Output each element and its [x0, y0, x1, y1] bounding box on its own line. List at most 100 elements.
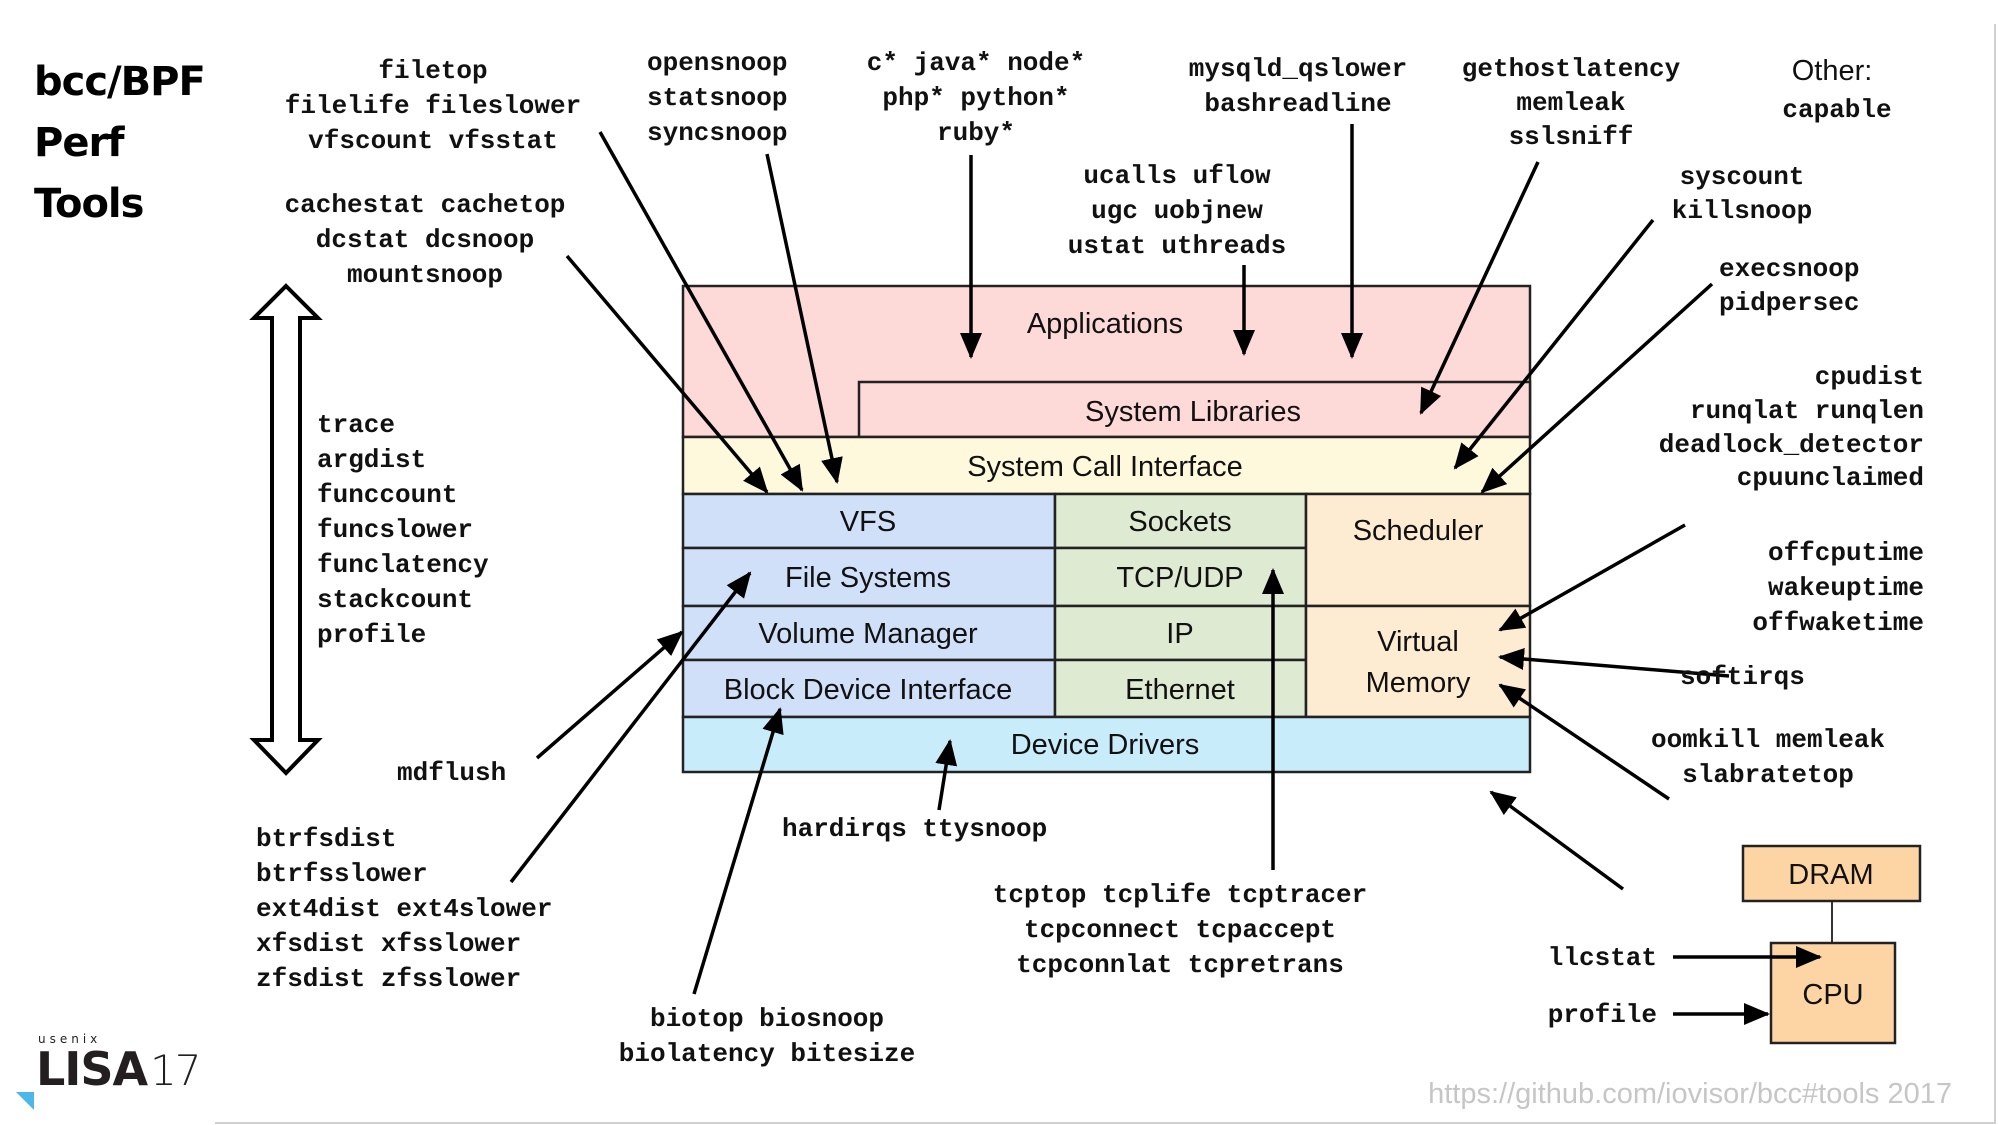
slide-title: bcc/BPF Perf Tools: [34, 52, 206, 235]
arrow-cpudist-to-scheduler: [1498, 523, 1686, 632]
arrow-syscount-to-sci: [1453, 218, 1655, 470]
tool-label: syncsnoop: [647, 118, 787, 148]
arrow-softirqs-to-scheduler: [1498, 683, 1670, 801]
tool-label: trace: [317, 410, 395, 440]
ethernet-label: Ethernet: [1125, 674, 1235, 706]
tool-label: execsnoop: [1719, 254, 1859, 284]
lisa17-logo: usenix LISA 17: [16, 1032, 236, 1112]
system-call-interface-label: System Call Interface: [967, 451, 1243, 483]
title-line-3: Tools: [34, 181, 144, 227]
tool-group-llc: llcstat: [1548, 943, 1657, 973]
tool-group-file: filetop filelife fileslower vfscount vfs…: [285, 56, 581, 156]
virtual-memory-box: [1304, 604, 1532, 719]
tool-group-memory: oomkill memleak slabratetop: [1651, 725, 1885, 790]
logo-org: usenix: [38, 1032, 102, 1046]
tool-group-other: Other: capable: [1782, 55, 1891, 125]
tool-label: mountsnoop: [347, 260, 503, 290]
tool-label: funcslower: [317, 515, 473, 545]
system-libraries-label: System Libraries: [1085, 396, 1301, 428]
scheduler-label: Scheduler: [1353, 515, 1484, 547]
tool-label: stackcount: [317, 585, 473, 615]
tool-label: ext4dist ext4slower: [256, 894, 552, 924]
tool-group-ucalls: ucalls uflow ugc uobjnew ustat uthreads: [1068, 161, 1286, 261]
tool-label: softirqs: [1680, 662, 1805, 692]
tool-group-languages: c* java* node* php* python* ruby*: [867, 48, 1085, 148]
tool-label: mysqld_qslower: [1189, 54, 1407, 84]
tool-group-cache: cachestat cachetop dcstat dcsnoop mounts…: [285, 190, 566, 290]
virtual-memory-label-line-1: Virtual: [1377, 626, 1459, 658]
tool-label: ugc uobjnew: [1091, 196, 1263, 226]
tool-label: gethostlatency: [1462, 54, 1681, 84]
arrow-mdflush-to-volume-manager: [535, 630, 684, 760]
tool-label: profile: [1548, 1000, 1657, 1030]
tool-group-irqs: hardirqs ttysnoop: [782, 814, 1047, 844]
volume-manager-label: Volume Manager: [758, 618, 978, 650]
tool-label: ruby*: [937, 118, 1015, 148]
double-arrow-icon: [249, 283, 323, 776]
tool-label: zfsdist zfsslower: [256, 964, 521, 994]
tool-label: statsnoop: [647, 83, 787, 113]
tool-label: php* python*: [882, 83, 1069, 113]
tool-label: funccount: [317, 480, 457, 510]
tool-group-softirqs: softirqs: [1680, 662, 1805, 692]
tcp-udp-label: TCP/UDP: [1116, 562, 1243, 594]
ethernet-box: [1053, 658, 1308, 719]
tool-label: pidpersec: [1719, 288, 1859, 318]
arrow-bio-to-block-device: [692, 707, 784, 995]
tool-label: argdist: [317, 445, 426, 475]
tool-label: opensnoop: [647, 48, 787, 78]
file-systems-label: File Systems: [785, 562, 951, 594]
virtual-memory-label-line-2: Memory: [1366, 667, 1471, 699]
tool-label: bashreadline: [1204, 89, 1391, 119]
tool-group-cpu-sched: cpudist runqlat runqlen deadlock_detecto…: [1659, 362, 1924, 493]
tool-group-opensnoop: opensnoop statsnoop syncsnoop: [647, 48, 787, 148]
tool-group-fs: btrfsdist btrfsslower ext4dist ext4slowe…: [256, 824, 552, 994]
tool-label: oomkill memleak: [1651, 725, 1885, 755]
arrows: [509, 124, 1822, 1025]
device-drivers-box: [681, 715, 1532, 774]
block-device-interface-box: [681, 658, 1057, 719]
arrow-offcpu-to-scheduler: [1498, 648, 1730, 678]
tool-label: cpuunclaimed: [1737, 463, 1924, 493]
sockets-label: Sockets: [1128, 506, 1231, 538]
tool-label: tcptop tcplife tcptracer: [993, 880, 1367, 910]
device-drivers-label: Device Drivers: [1011, 729, 1200, 761]
tool-label: runqlat runqlen: [1690, 396, 1924, 426]
tool-group-bio: biotop biosnoop biolatency bitesize: [619, 1004, 915, 1069]
tool-label: syscount: [1680, 162, 1805, 192]
tool-label: offcputime: [1768, 538, 1924, 568]
tool-group-exec: execsnoop pidpersec: [1719, 254, 1859, 318]
tool-label: sslsniff: [1509, 122, 1634, 152]
ip-label: IP: [1166, 618, 1193, 650]
tool-label: wakeuptime: [1768, 573, 1924, 603]
arrow-gethost-to-syslib: [1419, 161, 1540, 415]
tool-label: llcstat: [1548, 943, 1657, 973]
tool-group-mysql: mysqld_qslower bashreadline: [1189, 54, 1407, 119]
kernel-stack: Applications System Libraries System Cal…: [681, 284, 1532, 774]
tool-group-cpu-profile: profile: [1548, 1000, 1657, 1030]
other-heading: Other:: [1792, 55, 1873, 87]
arrow-irqs-to-device-drivers: [935, 739, 958, 811]
tool-group-mdflush: mdflush: [397, 758, 506, 788]
tool-label: memleak: [1516, 88, 1625, 118]
tool-label: vfscount vfsstat: [308, 126, 558, 156]
arrow-opensnoop-to-vfs: [765, 153, 843, 484]
tool-label: mdflush: [397, 758, 506, 788]
tool-label: killsnoop: [1672, 196, 1812, 226]
arrow-fs-to-file-systems: [509, 571, 752, 884]
applications-label: Applications: [1027, 308, 1183, 340]
tool-label: cachestat cachetop: [285, 190, 566, 220]
tool-label: btrfsslower: [256, 859, 428, 889]
tool-label: btrfsdist: [256, 824, 396, 854]
dram-box: [1741, 844, 1922, 903]
tool-group-offcpu: offcputime wakeuptime offwaketime: [1752, 538, 1924, 638]
vfs-label: VFS: [840, 506, 896, 538]
tool-label: filetop: [378, 56, 487, 86]
tool-label: filelife fileslower: [285, 91, 581, 121]
tool-label: c* java* node*: [867, 48, 1085, 78]
tool-label: funclatency: [317, 550, 489, 580]
tool-label: cpudist: [1815, 362, 1924, 392]
footer-url: https://github.com/iovisor/bcc#tools 201…: [1428, 1078, 1952, 1110]
tool-label: deadlock_detector: [1659, 430, 1924, 460]
